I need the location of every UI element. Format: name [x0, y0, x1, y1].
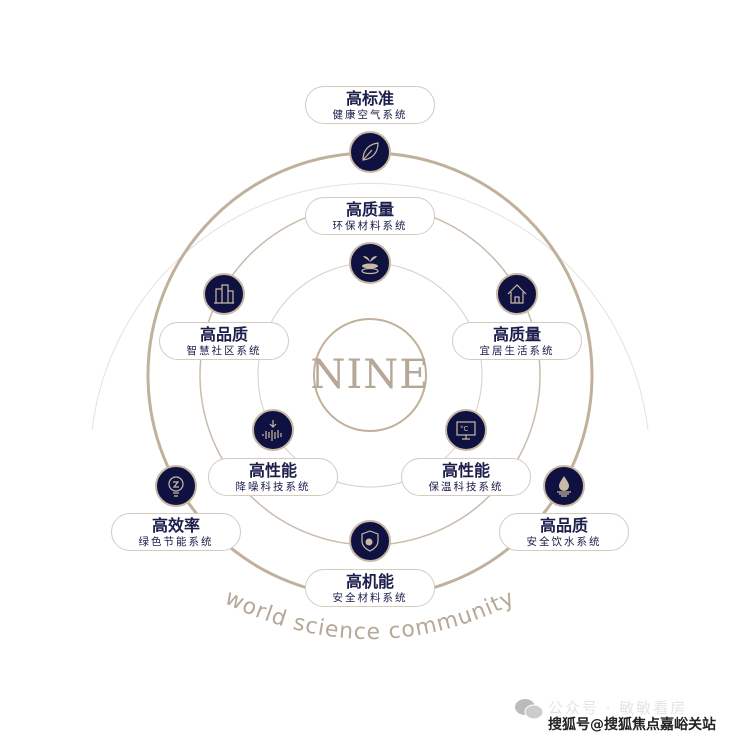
node-title: 高性能	[441, 461, 490, 480]
nine-logo: NINE	[310, 352, 430, 398]
node-subtitle: 安全饮水系统	[526, 536, 602, 548]
node-label-thermal: 高性能保温科技系统	[401, 458, 531, 496]
node-label-smart: 高品质智慧社区系统	[159, 322, 289, 360]
node-subtitle: 保温科技系统	[428, 481, 504, 493]
leaf-icon	[349, 131, 391, 173]
node-subtitle: 环保材料系统	[332, 220, 408, 232]
node-label-energy: 高效率绿色节能系统	[111, 513, 241, 551]
node-title: 高品质	[199, 325, 248, 344]
wechat-icon	[515, 699, 544, 720]
node-title: 高性能	[248, 461, 297, 480]
thermometer-screen-icon: °C	[445, 409, 487, 451]
node-subtitle: 宜居生活系统	[479, 345, 555, 357]
node-title: 高质量	[492, 325, 541, 344]
node-subtitle: 绿色节能系统	[138, 536, 214, 548]
center-circle	[313, 318, 427, 432]
node-subtitle: 安全材料系统	[332, 592, 408, 604]
node-title: 高机能	[345, 572, 394, 591]
node-label-noise: 高性能降噪科技系统	[208, 458, 338, 496]
node-label-living: 高质量宜居生活系统	[452, 322, 582, 360]
node-subtitle: 降噪科技系统	[235, 481, 311, 493]
node-title: 高质量	[345, 200, 394, 219]
watermark-faint: 公众号 · 敏敏看房	[548, 699, 688, 717]
watermark-main: 搜狐号@搜狐焦点嘉峪关站	[548, 717, 716, 733]
svg-text:°C: °C	[460, 425, 469, 433]
house-icon	[496, 273, 538, 315]
buildings-icon	[203, 273, 245, 315]
node-label-safety: 高机能安全材料系统	[305, 569, 435, 607]
node-subtitle: 智慧社区系统	[186, 345, 262, 357]
shield-icon	[349, 520, 391, 562]
node-label-air: 高标准健康空气系统	[305, 86, 435, 124]
outer-ring	[91, 182, 649, 431]
node-label-water: 高品质安全饮水系统	[499, 513, 629, 551]
soundwave-icon	[252, 409, 294, 451]
node-title: 高标准	[345, 89, 394, 108]
node-title: 高效率	[151, 516, 200, 535]
node-title: 高品质	[539, 516, 588, 535]
energy-bulb-icon	[155, 465, 197, 507]
node-subtitle: 健康空气系统	[332, 109, 408, 121]
water-drop-icon	[543, 465, 585, 507]
sprout-icon	[349, 242, 391, 284]
node-label-material: 高质量环保材料系统	[305, 197, 435, 235]
